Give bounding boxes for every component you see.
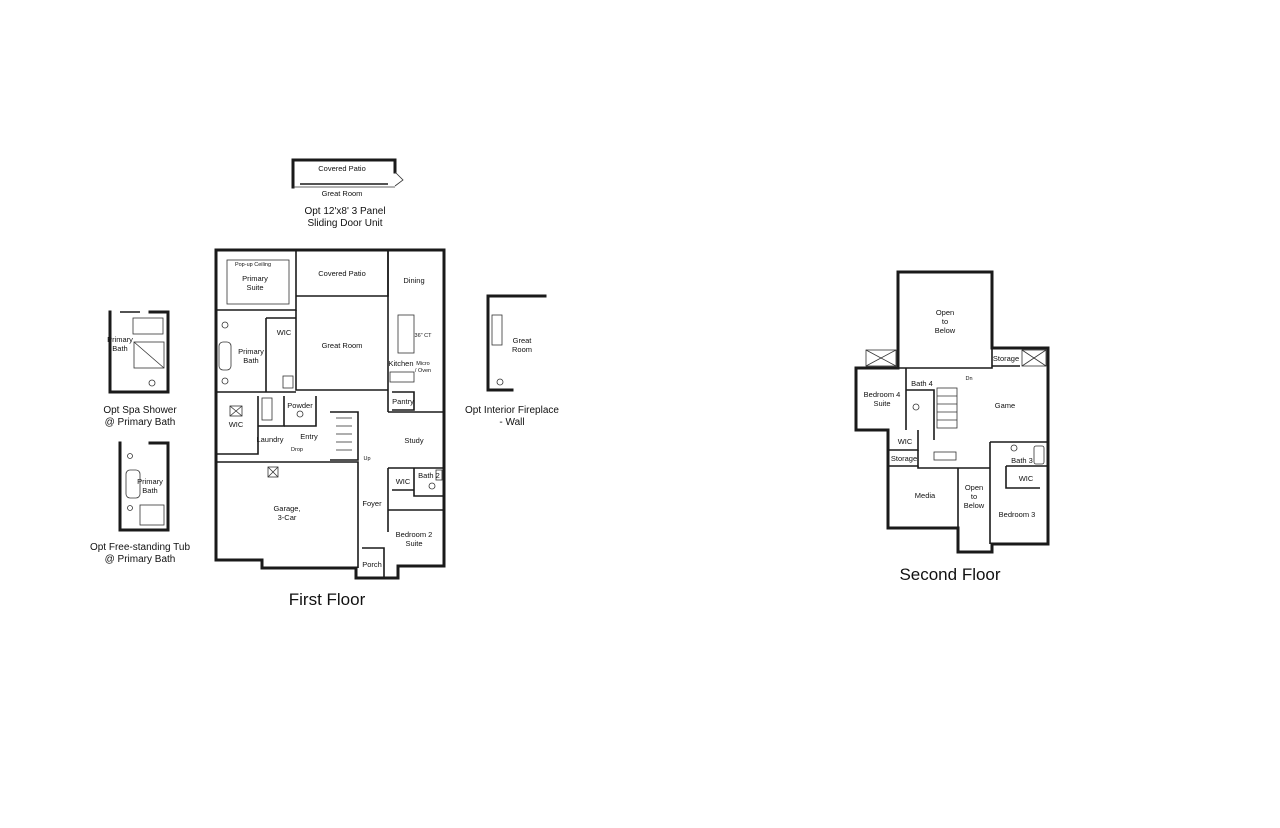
ff-micro-2: / Oven [415,368,431,374]
ff-primary-suite-1: Primary [242,274,268,283]
sf-otb2-3: Below [964,501,985,510]
tub-caption-1: Opt Free-standing Tub [90,542,190,553]
ff-bedroom-2-1: Bedroom 2 [396,530,433,539]
sf-bedroom-4-1: Bedroom 4 [864,390,901,399]
sliding-great-label: Great Room [322,189,363,198]
ff-garage-2: 3-Car [278,513,297,522]
fireplace-caption-1: Opt Interior Fireplace [465,405,559,416]
sf-bedroom-4-2: Suite [873,399,890,408]
spa-caption-1: Opt Spa Shower [103,405,177,416]
spa-caption-2: @ Primary Bath [105,417,176,428]
ff-covered-patio: Covered Patio [318,269,366,278]
sf-wic-b: WIC [1019,474,1034,483]
sf-bedroom-3: Bedroom 3 [999,510,1036,519]
ff-foyer: Foyer [362,499,382,508]
option-freestanding-tub: Primary Bath Opt Free-standing Tub @ Pri… [90,441,190,565]
ff-popup-label: Pop-up Ceiling [235,262,271,268]
tub-room-1: Primary [137,477,163,486]
first-floor-plan: Pop-up Ceiling Primary Suite Covered Pat… [214,248,446,609]
ff-primary-suite-2: Suite [246,283,263,292]
second-floor-plan: Open to Below Storage Bath 4 Dn Bedroom … [854,270,1050,584]
ff-garage-1: Garage, [273,504,300,513]
ff-wic-c: WIC [396,477,411,486]
ff-wic-b: WIC [229,420,244,429]
spa-room-2: Bath [112,344,127,353]
ff-primary-bath-1: Primary [238,347,264,356]
tub-caption-2: @ Primary Bath [105,554,176,565]
ff-up: Up [363,456,370,462]
ff-laundry: Laundry [256,435,283,444]
second-floor-title: Second Floor [899,565,1000,584]
sf-storage-a: Storage [993,354,1019,363]
tub-room-2: Bath [142,486,157,495]
fireplace-room-1: Great [513,336,533,345]
sf-media: Media [915,491,936,500]
sliding-caption-1: Opt 12'x8' 3 Panel [304,206,385,217]
sf-bath-3: Bath 3 [1011,456,1033,465]
option-sliding-door: Covered Patio Great Room Opt 12'x8' 3 Pa… [291,158,404,229]
ff-pantry: Pantry [392,397,414,406]
fireplace-caption-2: - Wall [499,417,524,428]
ff-porch: Porch [362,560,382,569]
ff-bedroom-2-2: Suite [405,539,422,548]
sf-storage-b: Storage [891,454,917,463]
ff-kitchen: Kitchen [388,359,413,368]
sf-otb1-1: Open [936,308,954,317]
ff-powder: Powder [287,401,313,410]
sf-otb2-1: Open [965,483,983,492]
sf-dn: Dn [965,376,972,382]
option-spa-shower: Primary Bath Opt Spa Shower @ Primary Ba… [103,310,177,428]
sf-game: Game [995,401,1015,410]
ff-wic-a: WIC [277,328,292,337]
ff-entry: Entry [300,432,318,441]
spa-room-1: Primary [107,335,133,344]
sliding-caption-2: Sliding Door Unit [307,218,382,229]
ff-bath-2: Bath 2 [418,471,440,480]
ff-great-room: Great Room [322,341,363,350]
sliding-patio-label: Covered Patio [318,164,366,173]
ff-micro-1: Micro [416,361,429,367]
ff-study: Study [404,436,423,445]
sf-otb2-2: to [971,492,977,501]
fireplace-room-2: Room [512,345,532,354]
ff-primary-bath-2: Bath [243,356,258,365]
sf-otb1-3: Below [935,326,956,335]
sf-otb1-2: to [942,317,948,326]
option-interior-fireplace: Great Room Opt Interior Fireplace - Wall [465,294,559,428]
sf-wic-a: WIC [898,437,913,446]
first-floor-title: First Floor [289,590,366,609]
ff-drop: Drop [291,447,303,453]
sf-bath-4: Bath 4 [911,379,933,388]
ff-dining: Dining [403,276,424,285]
ff-ct: 36" CT [415,333,433,339]
